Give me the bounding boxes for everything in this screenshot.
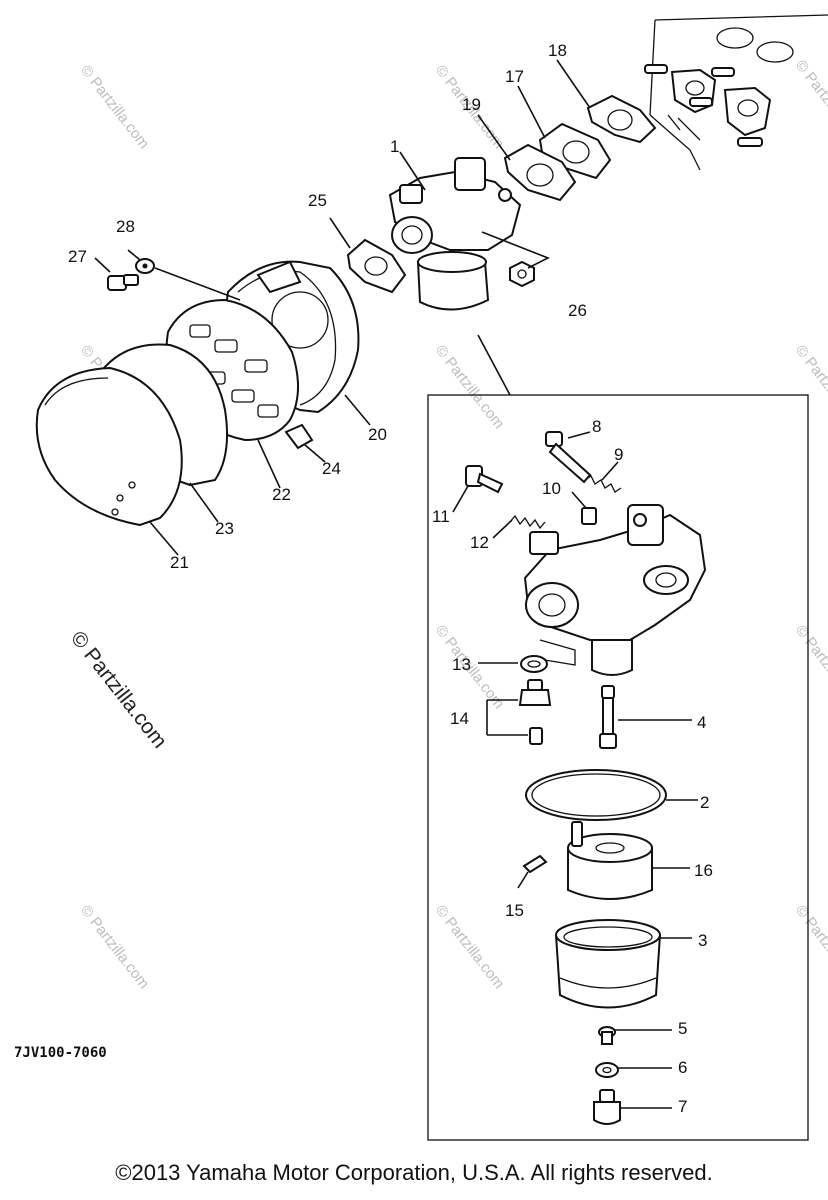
label-22: 22 [272,485,291,504]
washer-13 [520,655,548,673]
watermark: © Partzilla.com [792,902,828,992]
label-7: 7 [678,1097,687,1116]
label-27: 27 [68,247,87,266]
screw-11 [465,465,504,494]
gasket-19 [503,143,577,202]
label-4: 4 [697,713,706,732]
label-21: 21 [170,553,189,572]
label-17: 17 [505,67,524,86]
detail-leader-lines [452,431,698,1109]
label-19: 19 [462,95,481,114]
copyright-notice: ©2013 Yamaha Motor Corporation, U.S.A. A… [115,1160,713,1185]
bolt-5 [598,1026,616,1045]
nozzle-4 [599,685,617,749]
diagram-code: 7JV100-7060 [14,1045,107,1061]
label-28: 28 [116,217,135,236]
leader-26-nut [481,231,550,269]
air-cleaner-cover [35,366,183,527]
carburetor-body-detail [523,504,707,676]
label-15: 15 [505,901,524,920]
leader-28-washer [154,267,241,301]
washer-28 [135,258,155,274]
label-13: 13 [452,655,471,674]
clip-24 [284,423,314,450]
watermark: © Partzilla.com [77,902,153,992]
detail-box [427,394,809,1141]
screw-8 [545,431,592,484]
main-jet-14 [518,679,552,706]
jet-10 [581,507,597,525]
label-26: 26 [568,301,587,320]
label-5: 5 [678,1019,687,1038]
label-24: 24 [322,459,341,478]
pin-15 [522,854,548,874]
label-2: 2 [700,793,709,812]
upper-leader-lines [94,59,591,556]
watermark: © Partzilla.com [432,902,508,992]
label-16: 16 [694,861,713,880]
label-10: 10 [542,479,561,498]
label-14: 14 [450,709,469,728]
label-8: 8 [592,417,601,436]
watermark: © Partzilla.com [432,342,508,432]
watermark: © Partzilla.com [792,622,828,712]
watermark: © Partzilla.com [792,342,828,432]
label-18: 18 [548,41,567,60]
carburetor-assembly [388,157,522,311]
label-3: 3 [698,931,707,950]
gasket-25 [346,238,407,294]
float-bowl-3 [555,919,661,1009]
label-25: 25 [308,191,327,210]
gasket-6 [595,1062,619,1078]
label-11: 11 [432,507,450,526]
nut-26 [509,260,535,288]
label-9: 9 [614,445,623,464]
drain-screw-7 [593,1089,621,1125]
part-labels: 1 2 3 4 5 6 7 8 9 10 11 12 13 14 15 16 1… [68,41,713,1116]
float-16 [567,821,653,900]
watermark: © Partzilla.com [77,62,153,152]
watermark: © Partzilla.com [792,57,828,147]
pilot-jet-14b [529,727,543,745]
guide-line-13 [539,639,576,666]
spring-9 [584,475,622,493]
gasket-18 [586,94,657,144]
label-6: 6 [678,1058,687,1077]
watermark-large: © Partzilla.com [66,627,171,753]
label-12: 12 [470,533,489,552]
o-ring-2 [525,769,667,821]
label-23: 23 [215,519,234,538]
spring-12 [509,514,546,530]
label-1: 1 [390,137,399,156]
bracket-14 [486,699,528,736]
label-20: 20 [368,425,387,444]
engine-block [644,14,828,171]
bolt-27 [107,274,139,291]
